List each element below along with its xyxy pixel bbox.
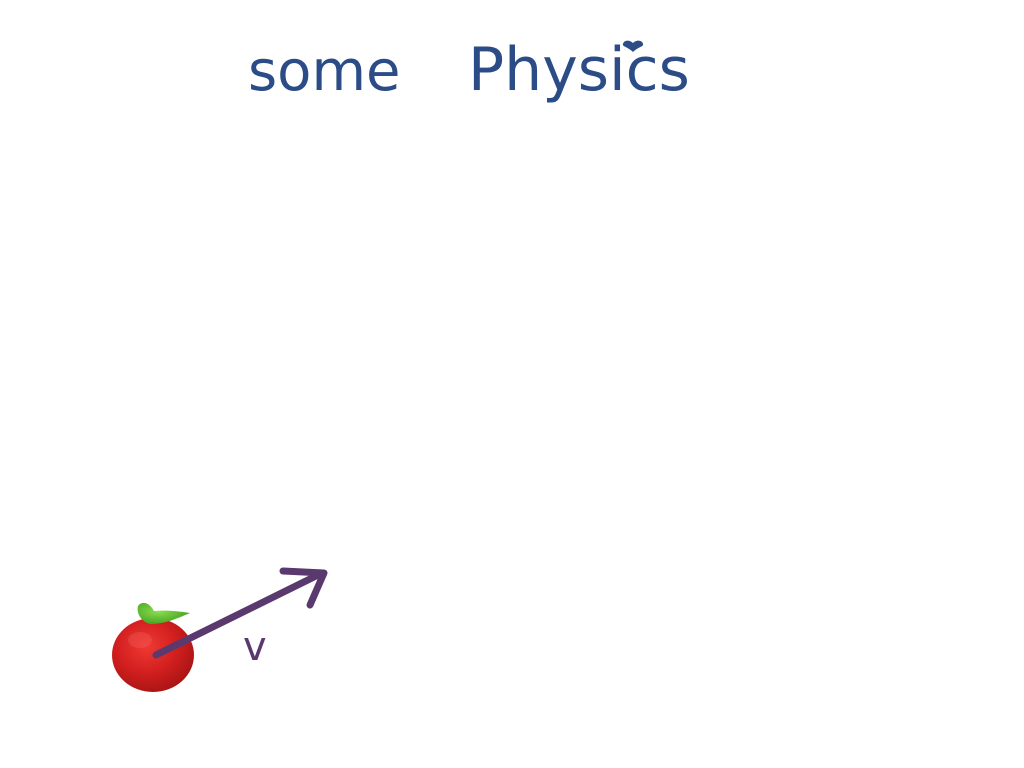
title: some Physics [248, 35, 690, 105]
title-word-physics: Physics [468, 35, 690, 105]
heart-icon [622, 40, 644, 52]
velocity-arrow-icon [152, 567, 328, 659]
leaf-icon [137, 602, 190, 624]
velocity-label: v [243, 624, 267, 670]
apple-icon [112, 602, 194, 692]
title-word-some: some [248, 39, 400, 104]
